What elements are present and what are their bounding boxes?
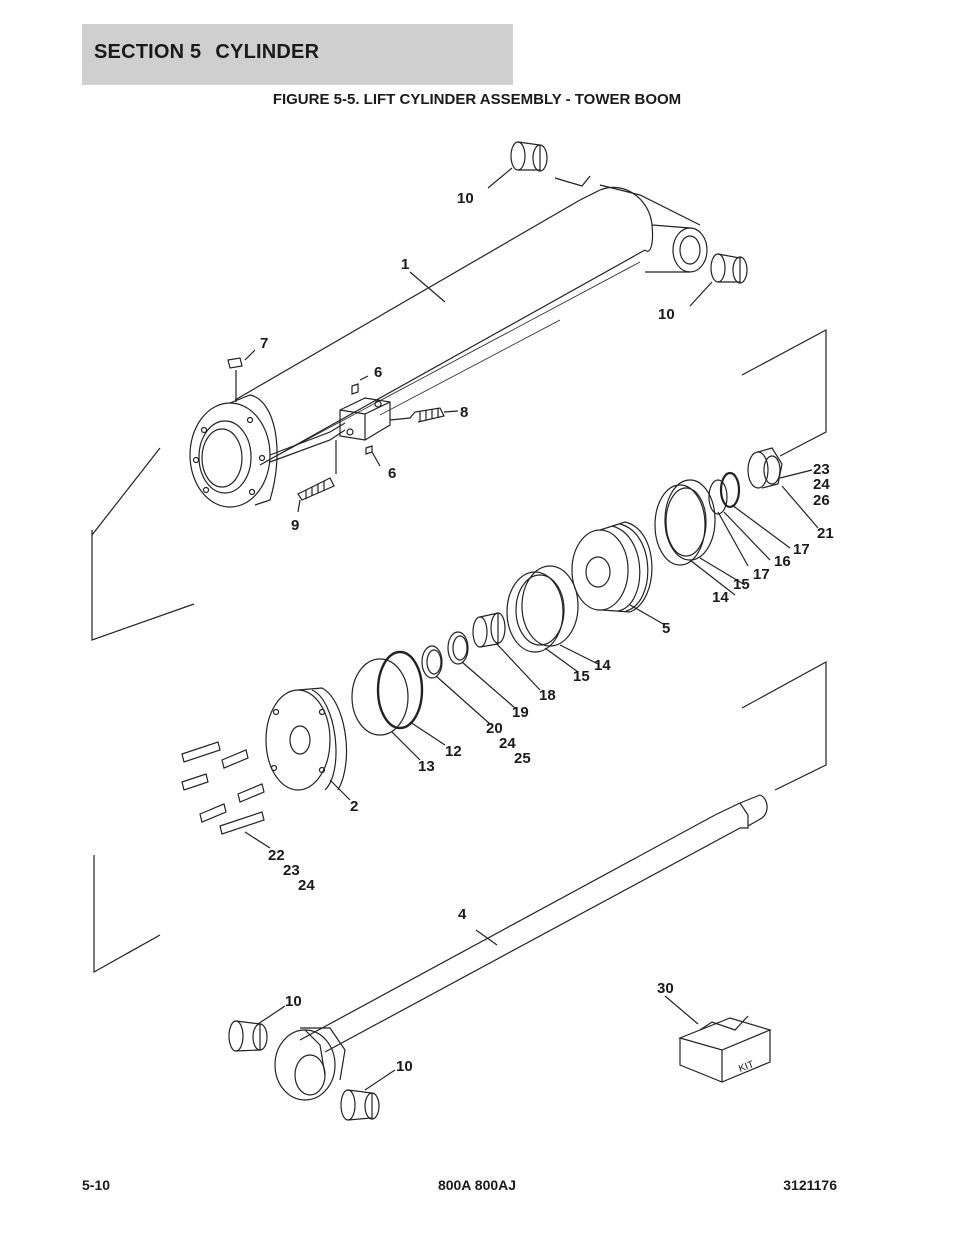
- bushing-top-1: [487, 141, 548, 189]
- callout-10: 10: [457, 190, 474, 207]
- head-nut: [747, 447, 819, 529]
- callout-13: 13: [418, 758, 435, 775]
- callout-10: 10: [658, 306, 675, 323]
- bolts: [181, 741, 271, 849]
- callout-6: 6: [388, 465, 396, 482]
- callout-17: 17: [753, 566, 770, 583]
- callout-22: 22: [268, 847, 285, 864]
- barrel-flange: [189, 394, 278, 508]
- callout-14: 14: [712, 589, 729, 606]
- cylinder-head: [265, 687, 351, 801]
- callout-24: 24: [298, 877, 315, 894]
- callout-18: 18: [539, 687, 556, 704]
- page-number: 5-10: [82, 1177, 111, 1193]
- callout-7: 7: [260, 335, 268, 352]
- piston: [571, 521, 666, 626]
- callout-21: 21: [817, 525, 834, 542]
- callout-24: 24: [813, 476, 830, 493]
- callout-4: 4: [458, 906, 467, 923]
- bushing-top-2: [689, 253, 748, 307]
- callout-8: 8: [460, 404, 468, 421]
- callout-15: 15: [573, 668, 590, 685]
- callout-9: 9: [291, 517, 299, 534]
- rod-eye: [274, 1027, 346, 1101]
- callout-10: 10: [285, 993, 302, 1010]
- callout-6: 6: [374, 364, 382, 381]
- callout-1: 1: [401, 256, 409, 273]
- callout-19: 19: [512, 704, 529, 721]
- callout-23: 23: [813, 461, 830, 478]
- figure-title: FIGURE 5-5. LIFT CYLINDER ASSEMBLY - TOW…: [272, 91, 682, 108]
- callout-5: 5: [662, 620, 670, 637]
- valve-block: [339, 397, 391, 441]
- cylinder-barrel: [234, 175, 708, 466]
- callout-17: 17: [793, 541, 810, 558]
- callout-2: 2: [350, 798, 358, 815]
- kit-box-label: KIT: [737, 1059, 755, 1075]
- callout-24: 24: [499, 735, 516, 752]
- callout-16: 16: [774, 553, 791, 570]
- document-number: 3121176: [783, 1177, 837, 1193]
- callout-labels: 1 10 10 7 6 8 6 9 23 24 26 21 17 16 17 1…: [260, 190, 834, 1075]
- callout-15: 15: [733, 576, 750, 593]
- callout-30: 30: [657, 980, 674, 997]
- callout-14: 14: [594, 657, 611, 674]
- callout-12: 12: [445, 743, 462, 760]
- callout-10: 10: [396, 1058, 413, 1075]
- piston-rod: [299, 794, 768, 1053]
- model-number: 800A 800AJ: [437, 1177, 517, 1193]
- callout-20: 20: [486, 720, 503, 737]
- callout-25: 25: [514, 750, 531, 767]
- kit-box: [664, 995, 772, 1083]
- callout-26: 26: [813, 492, 830, 509]
- callout-23: 23: [283, 862, 300, 879]
